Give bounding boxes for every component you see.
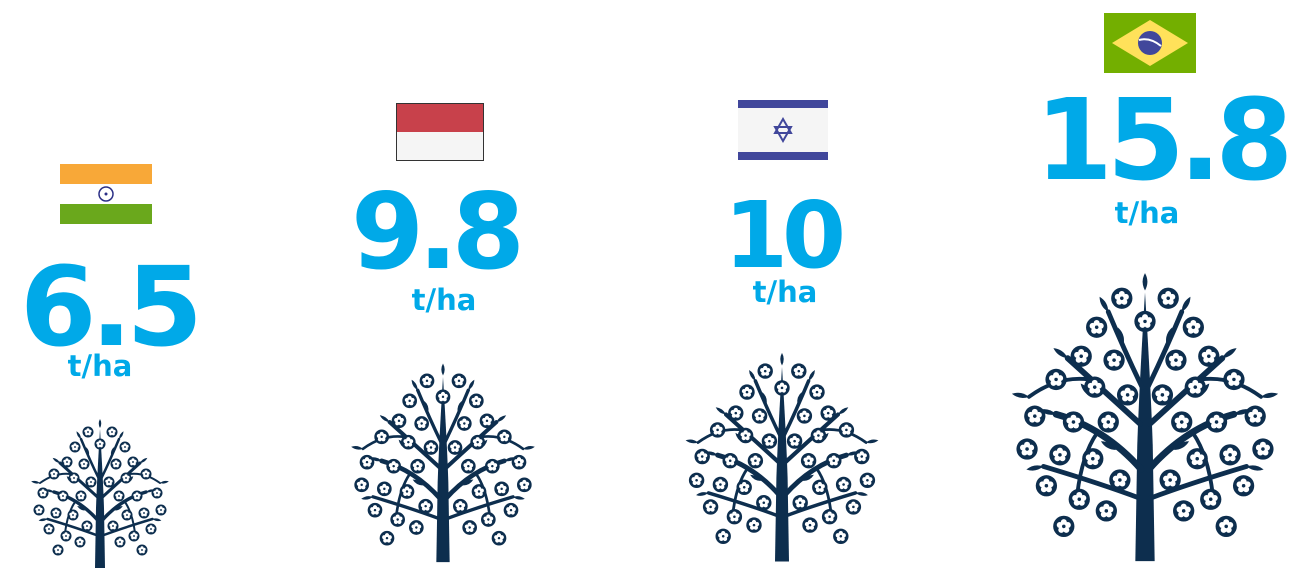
brazil-flag-icon [1104, 13, 1196, 73]
yield-unit-india: t/ha [67, 349, 133, 383]
yield-unit-brazil: t/ha [1114, 196, 1180, 230]
yield-unit-israel: t/ha [752, 275, 818, 309]
india-flag-icon [60, 164, 152, 224]
tree-icon-israel [677, 328, 887, 571]
yield-value-india: 6.5 [20, 243, 203, 371]
yield-value-brazil: 15.8 [1035, 76, 1293, 206]
yield-unit-indonesia: t/ha [411, 283, 477, 317]
tree-icon-brazil [1000, 242, 1290, 571]
yield-value-indonesia: 9.8 [350, 171, 525, 293]
indonesia-flag-icon [396, 103, 484, 161]
israel-flag-icon [738, 100, 828, 160]
yield-value-israel: 10 [723, 182, 846, 289]
tree-icon-indonesia [343, 340, 543, 571]
tree-icon-india [25, 405, 175, 571]
